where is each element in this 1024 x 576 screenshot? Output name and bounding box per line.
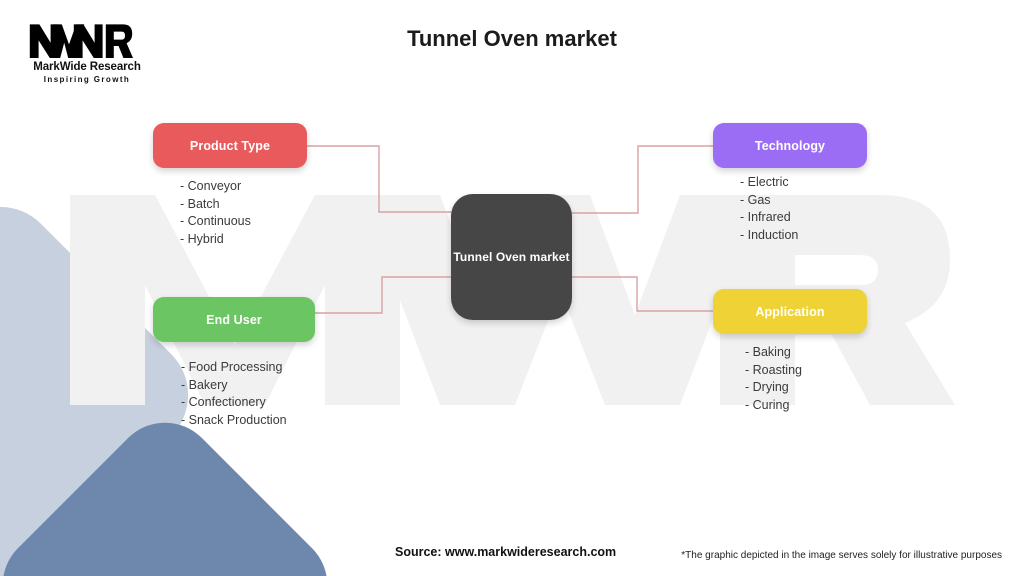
- list-item: - Continuous: [180, 214, 251, 228]
- item-list-technology: - Electric - Gas - Infrared - Induction: [740, 174, 798, 244]
- node-application-label: Application: [755, 304, 825, 319]
- list-item: - Snack Production: [181, 412, 287, 427]
- node-technology[interactable]: Technology: [713, 123, 867, 168]
- item-list-application: - Baking - Roasting - Drying - Curing: [745, 344, 802, 414]
- list-item: - Roasting: [745, 362, 802, 377]
- node-product-type-label: Product Type: [189, 138, 271, 153]
- page-title: Tunnel Oven market: [407, 26, 617, 51]
- footer-disclaimer: *The graphic depicted in the image serve…: [681, 550, 1002, 561]
- item-list-product-type: - Conveyor - Batch - Continuous - Hybrid: [180, 178, 251, 248]
- list-item: - Hybrid: [180, 231, 224, 246]
- list-item: - Batch: [180, 196, 220, 211]
- connector-end-user: [315, 276, 451, 314]
- item-list-end-user: - Food Processing - Bakery - Confectione…: [181, 359, 287, 429]
- list-item: - Induction: [740, 227, 799, 242]
- list-item: - Baking: [745, 345, 791, 359]
- list-item: - Gas: [740, 192, 771, 207]
- connector-product-type: [307, 145, 451, 213]
- brand-logo: MarkWide Research Inspiring Growth: [22, 22, 152, 90]
- node-product-type[interactable]: Product Type: [153, 123, 307, 168]
- list-item: - Electric: [740, 175, 789, 189]
- list-item: - Food Processing: [181, 360, 283, 374]
- center-node[interactable]: Tunnel Oven market: [451, 194, 572, 320]
- list-item: - Bakery: [181, 377, 228, 392]
- connector-application: [572, 276, 713, 312]
- node-end-user[interactable]: End User: [153, 297, 315, 342]
- center-node-label: Tunnel Oven market: [453, 250, 570, 264]
- node-end-user-label: End User: [206, 312, 262, 327]
- node-application[interactable]: Application: [713, 289, 867, 334]
- mwr-logo-icon: [29, 24, 133, 58]
- logo-tagline-text: Inspiring Growth: [43, 75, 131, 84]
- list-item: - Curing: [745, 397, 790, 412]
- logo-brand-text: MarkWide Research: [33, 61, 141, 73]
- list-item: - Conveyor: [180, 179, 242, 193]
- footer-source: Source: www.markwideresearch.com: [395, 545, 617, 559]
- list-item: - Confectionery: [181, 395, 266, 409]
- list-item: - Infrared: [740, 210, 791, 224]
- list-item: - Drying: [745, 380, 789, 394]
- node-technology-label: Technology: [754, 138, 826, 153]
- connector-technology: [572, 145, 713, 214]
